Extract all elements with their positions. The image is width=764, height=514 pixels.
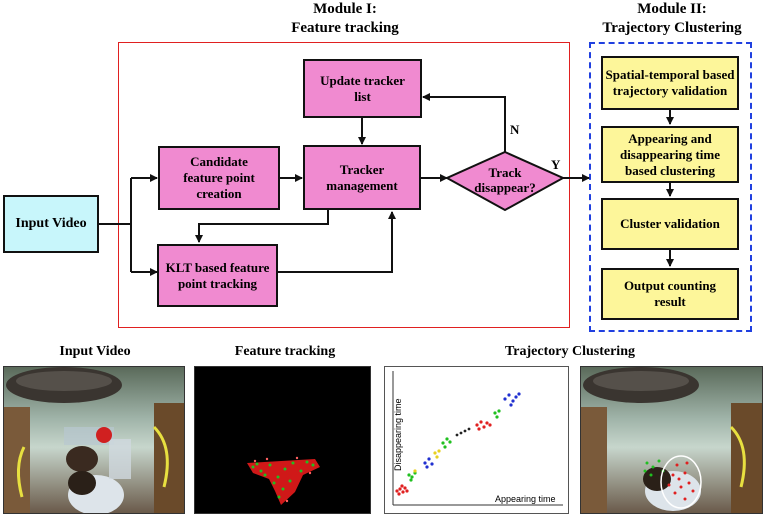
module1-title-line1: Module I:	[313, 1, 377, 17]
caption-feature-tracking: Feature tracking	[234, 344, 336, 359]
input-video-box: Input Video	[3, 195, 99, 253]
step-cluster-validation-label: Cluster validation	[620, 216, 720, 231]
update-tracker-box: Update tracker list	[303, 59, 422, 118]
clustering-result-image	[580, 366, 763, 514]
update-tracker-label: Update tracker list	[320, 72, 405, 104]
module2-frame	[589, 42, 752, 332]
clustering-result-scene	[581, 367, 762, 513]
module1-frame	[118, 42, 570, 328]
caption-trajectory-clustering: Trajectory Clustering	[505, 344, 635, 359]
caption-input-video: Input Video	[59, 344, 131, 359]
decision-diamond	[444, 150, 566, 212]
flow-arrows	[99, 93, 674, 276]
klt-box: KLT based feature point tracking	[157, 244, 278, 307]
scatter-plot: Disappearing time Appearing time	[392, 371, 563, 506]
module2-title-line1: Module II:	[637, 1, 707, 17]
arrow-klt-manager	[278, 211, 396, 273]
input-video-scene	[4, 367, 184, 513]
tracker-management-box: Tracker management	[303, 145, 421, 210]
module1-title: Module I: Feature tracking	[250, 0, 440, 38]
candidate-box: Candidate feature point creation	[158, 146, 280, 210]
feature-tracking-scene	[247, 456, 320, 505]
arrow-manager-klt	[195, 210, 329, 243]
arrow-decision-update	[422, 93, 506, 152]
plot-ylabel: Disappearing time	[393, 398, 403, 471]
decision-label: Track disappear?	[474, 165, 536, 195]
plot-xlabel: Appearing time	[495, 494, 556, 504]
step-time-clustering: Appearing and disappearing time based cl…	[601, 126, 739, 183]
edge-label-no: N	[510, 122, 520, 137]
input-video-image	[3, 366, 185, 514]
step-output-result-label: Output counting result	[623, 278, 717, 309]
edge-label-yes: Y	[551, 157, 561, 172]
step-cluster-validation: Cluster validation	[601, 198, 739, 250]
input-video-label: Input Video	[15, 216, 87, 231]
decision-label-wrap: Track disappear?	[467, 165, 543, 195]
module1-title-line2: Feature tracking	[291, 20, 399, 36]
klt-label: KLT based feature point tracking	[165, 259, 270, 291]
feature-tracking-image	[194, 366, 371, 514]
step-time-clustering-label: Appearing and disappearing time based cl…	[619, 130, 721, 178]
module2-title: Module II: Trajectory Clustering	[580, 0, 764, 38]
module2-title-line2: Trajectory Clustering	[602, 20, 742, 36]
candidate-label: Candidate feature point creation	[183, 154, 255, 201]
step-trajectory-validation-label: Spatial-temporal based trajectory valida…	[605, 67, 735, 98]
step-trajectory-validation: Spatial-temporal based trajectory valida…	[601, 56, 739, 110]
trajectory-clustering-plot: Disappearing time Appearing time	[384, 366, 569, 514]
step-output-result: Output counting result	[601, 268, 739, 320]
tracker-management-label: Tracker management	[326, 161, 398, 193]
